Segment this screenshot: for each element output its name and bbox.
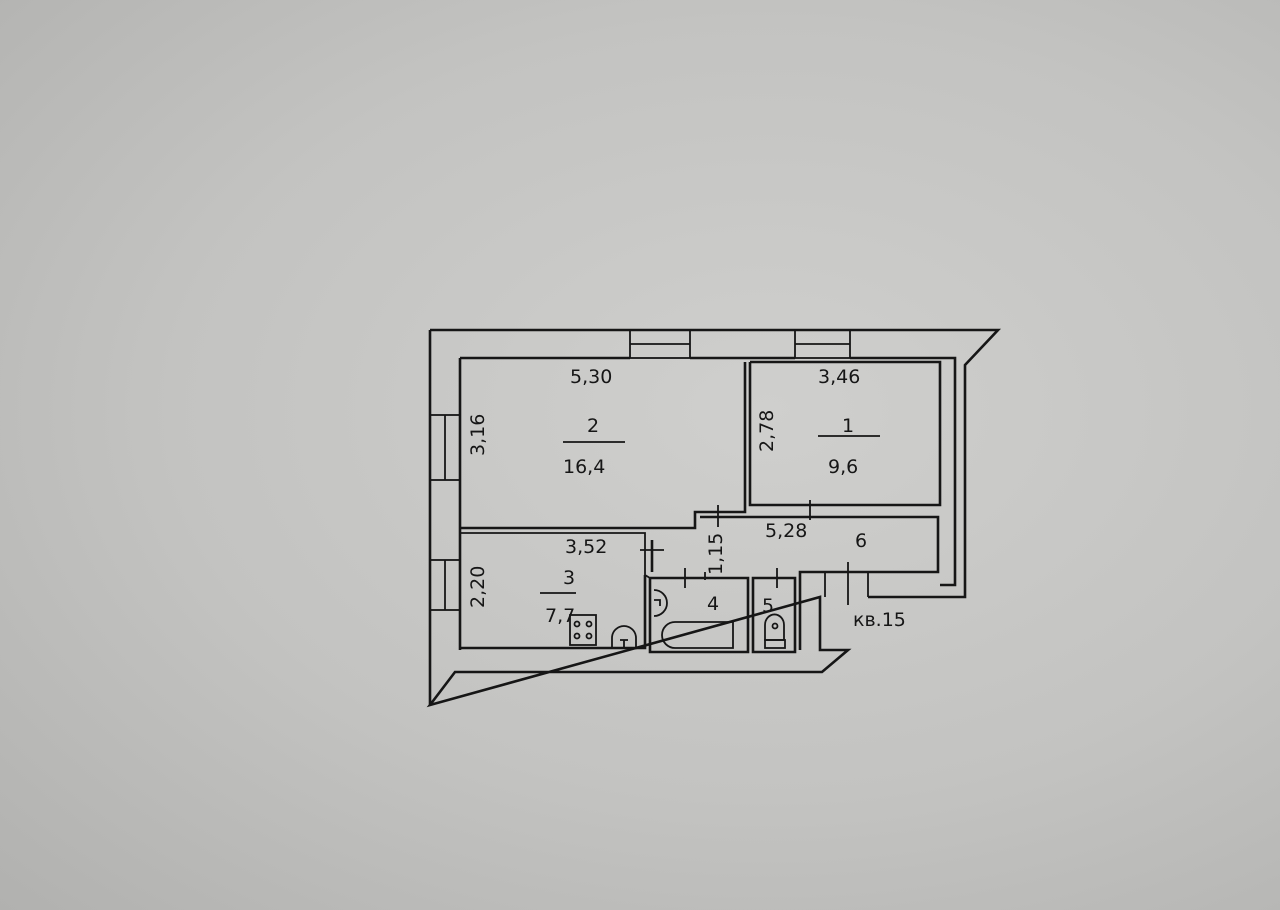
window-top-1 [629, 329, 691, 359]
room-3-area: 7,7 [545, 605, 575, 627]
wc-5-number: 5 [762, 595, 774, 617]
room-2-width: 5,30 [570, 366, 612, 388]
washbasin-icon [653, 589, 668, 617]
corridor-6-width: 5,28 [765, 520, 807, 542]
room-1-width: 3,46 [818, 366, 860, 388]
room-2-depth: 3,16 [467, 414, 489, 456]
window-left-1 [429, 414, 461, 481]
corridor-6-depth: 1,15 [705, 533, 727, 575]
entrance-door [824, 562, 869, 605]
room-1-depth: 2,78 [756, 410, 778, 452]
room-1-number: 1 [842, 415, 854, 437]
room-2-walls [458, 358, 747, 650]
room-3-number: 3 [563, 567, 575, 589]
inner-wall [460, 356, 957, 587]
room-2-area: 16,4 [563, 456, 605, 478]
bathtub-icon [661, 621, 734, 649]
corridor-6-number: 6 [855, 530, 867, 552]
bathroom-4-walls [648, 576, 750, 654]
stove-icon [569, 614, 597, 646]
sink-icon [611, 625, 637, 648]
room-2-number: 2 [587, 415, 599, 437]
window-left-2 [429, 559, 461, 611]
wall-line [460, 532, 651, 579]
room-3-walls [460, 575, 647, 650]
corridor-6-walls [650, 515, 940, 650]
wc-5-walls [751, 576, 797, 654]
apartment-label: кв.15 [853, 609, 906, 631]
room-3-depth: 2,20 [467, 566, 489, 608]
door-marks [640, 500, 811, 588]
room-1-walls [748, 360, 942, 507]
bathroom-4-number: 4 [707, 593, 719, 615]
room-3-width: 3,52 [565, 536, 607, 558]
window-top-2 [794, 329, 851, 359]
room-1-area: 9,6 [828, 456, 858, 478]
toilet-icon [764, 613, 786, 649]
